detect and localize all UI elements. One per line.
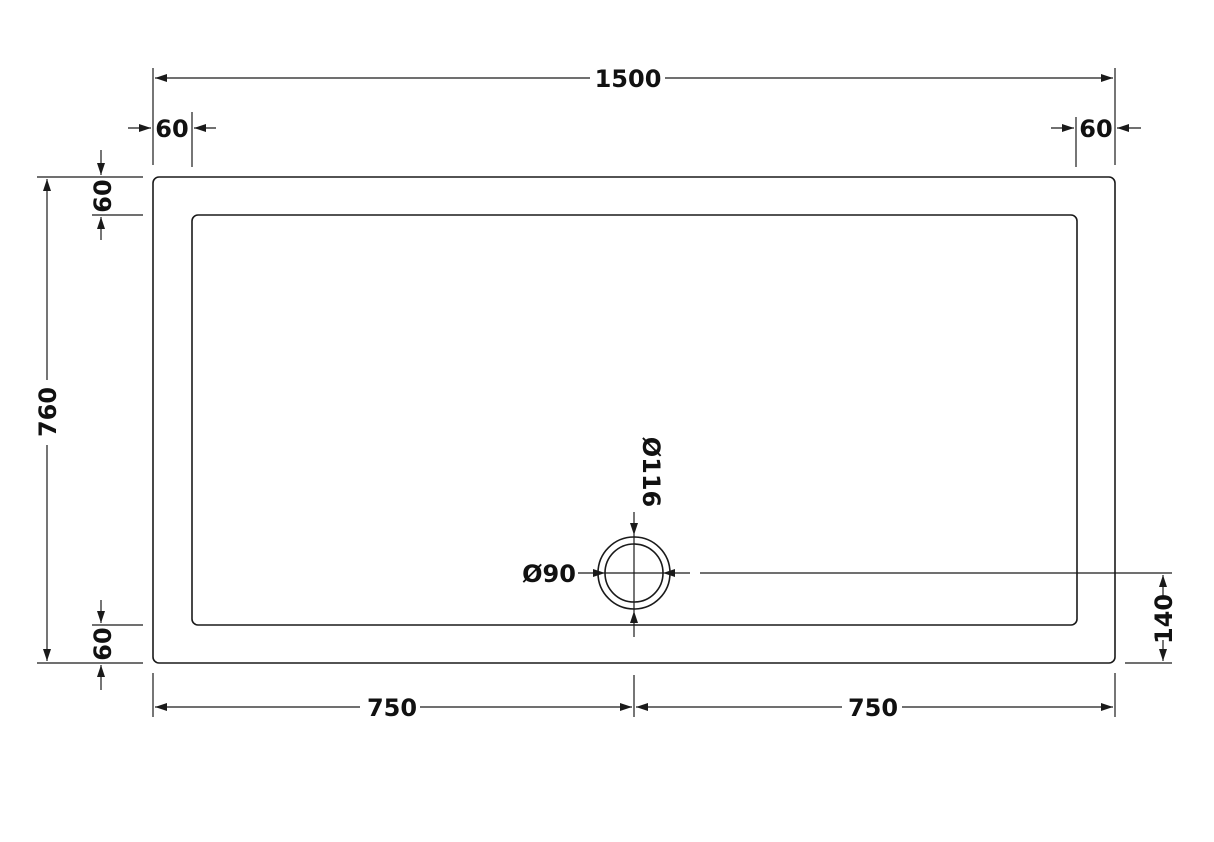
waste-outlet: Ø90 Ø116 [522, 437, 1172, 637]
rim-top-label: 60 [89, 179, 117, 212]
rim-left-label: 60 [155, 115, 188, 143]
overall-width-label: 1500 [595, 65, 662, 93]
rim-right-label: 60 [1079, 115, 1112, 143]
tray-outer-outline [152, 176, 1116, 664]
dimension-overall-depth: 760 [34, 176, 143, 664]
dimension-rim-left: 60 [128, 112, 216, 167]
dimension-overall-width: 1500 [152, 65, 1116, 165]
waste-inner-diameter-label: Ø90 [522, 560, 576, 588]
overall-depth-label: 760 [34, 387, 62, 437]
dimension-rim-right: 60 [1051, 115, 1141, 167]
dimension-waste-from-bottom: 140 [1125, 575, 1178, 664]
dimension-rim-top: 60 [89, 150, 143, 240]
waste-outer-diameter-label: Ø116 [637, 437, 665, 508]
waste-offset-left-label: 750 [367, 694, 417, 722]
dimension-waste-horizontal: 750 750 [152, 673, 1116, 722]
waste-offset-right-label: 750 [848, 694, 898, 722]
waste-from-bottom-label: 140 [1150, 594, 1178, 644]
dimension-rim-bottom: 60 [89, 600, 143, 690]
rim-bottom-label: 60 [89, 627, 117, 660]
